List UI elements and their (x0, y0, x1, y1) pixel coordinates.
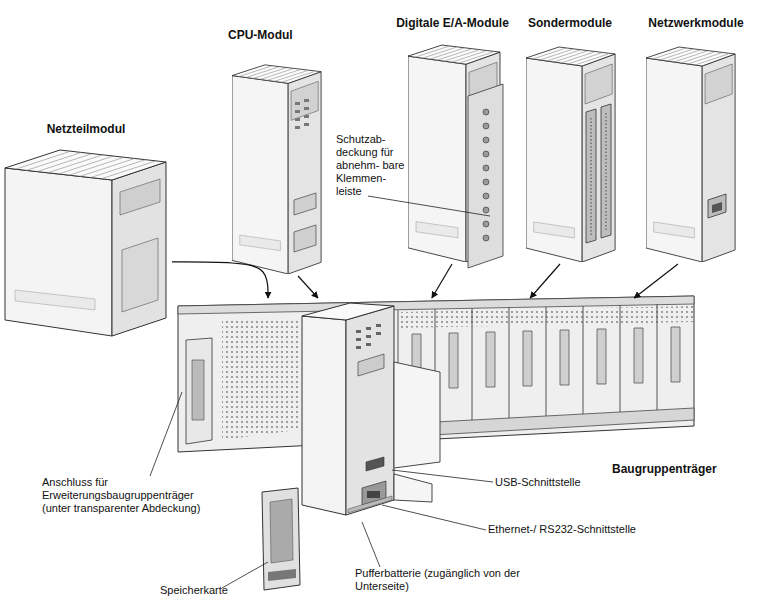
base-rack: Baugruppenträger (175, 298, 695, 458)
mounted-cpu-side (302, 316, 346, 515)
extension-connector (192, 360, 204, 420)
insert-arrow (432, 264, 452, 298)
cpu-leds (295, 99, 309, 129)
module-heading: Digitale E/A-Module (382, 16, 523, 31)
leader-lines (150, 196, 493, 588)
ethernet-socket (367, 491, 380, 498)
connector-pins (591, 113, 606, 236)
cpu-lower-cover-open (394, 474, 432, 502)
part-label: Speicherkarte (160, 584, 280, 597)
network-module: Netzwerkmodule (640, 14, 752, 264)
memory-card-contacts (268, 569, 296, 581)
special-module: Sondermodule (520, 14, 620, 264)
power-module-top (5, 150, 166, 180)
part-label: Ethernet-/ RS232-Schnittstelle (488, 523, 688, 536)
battery-compartment (348, 496, 392, 513)
module-heading: Sondermodule (520, 16, 620, 31)
dsub-connectors (586, 104, 611, 243)
insert-arrow (172, 262, 268, 298)
part-label: USB-Schnittstelle (495, 476, 645, 489)
special-module-body (526, 47, 615, 262)
cpu-module-body (232, 65, 321, 274)
power-module-terminal (122, 238, 158, 312)
digital-io-module: Digitale E/A-Module (390, 14, 515, 264)
rack-power-vents (222, 318, 298, 440)
module-heading: Netzwerkmodule (640, 16, 752, 31)
usb-port (366, 457, 384, 471)
rj45-socket (712, 202, 722, 213)
rack-slot-connectors (412, 327, 680, 389)
mounted-cpu-front (346, 306, 394, 515)
insert-arrow (634, 264, 678, 298)
cpu-door-open (394, 362, 440, 468)
extension-connector-cover (186, 338, 212, 444)
insert-arrow (530, 264, 560, 298)
power-module-label (15, 290, 95, 310)
mounted-cpu-switch (358, 354, 384, 376)
mounted-cpu-leds (356, 324, 381, 349)
mounted-cpu-top (302, 303, 394, 320)
module-heading: CPU-Modul (228, 28, 323, 43)
rj45-port (708, 194, 726, 218)
part-label: Anschluss für Erweiterungsbaugruppenträg… (42, 476, 222, 515)
module-heading: Netzteilmodul (0, 122, 172, 137)
cpu-module: CPU-Modul (228, 26, 323, 276)
power-module-side (5, 168, 112, 336)
terminal-screws (483, 109, 489, 241)
power-module-front (112, 162, 166, 336)
power-module-vents (16, 151, 157, 179)
memory-card-label (270, 499, 293, 563)
module-heading: Baugruppenträger (612, 462, 742, 477)
terminal-block-cover (468, 84, 503, 268)
power-supply-module: Netzteilmodul (0, 120, 172, 340)
power-module-window (120, 179, 160, 215)
memory-card (262, 488, 300, 590)
part-label: Schutzab- deckung für abnehm- bare Klemm… (336, 133, 408, 198)
insert-arrow (298, 276, 318, 298)
network-module-body (646, 47, 735, 262)
part-label: Pufferbatterie (zugänglich von der Unter… (355, 567, 530, 593)
cpu-port-covers (294, 193, 316, 252)
